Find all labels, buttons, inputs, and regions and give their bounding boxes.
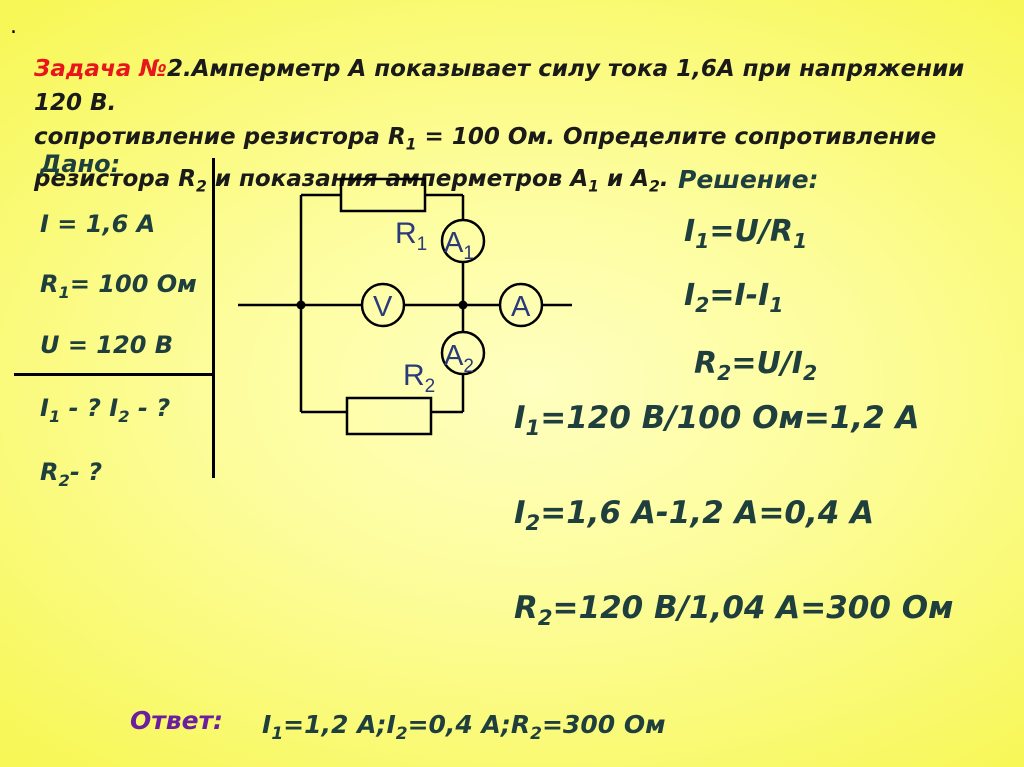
given-divider-horizontal: [14, 373, 214, 376]
t: I: [262, 710, 272, 739]
sub: 2: [648, 176, 660, 196]
calc-r2: R2=120 В/1,04 А=300 Ом: [514, 590, 953, 630]
sub: 1: [769, 293, 784, 317]
t: I: [40, 394, 49, 422]
t: I: [514, 495, 526, 531]
t: I: [684, 214, 696, 249]
problem-line-1: Задача №2.Амперметр А показывает силу то…: [34, 52, 1019, 120]
sub: 2: [58, 470, 70, 490]
solution-title: Решение:: [678, 165, 819, 194]
label-a: A: [511, 291, 531, 323]
given-title: Дано:: [40, 150, 121, 178]
label-r2: R2: [403, 359, 435, 397]
sub: 2: [717, 361, 732, 385]
t: R: [514, 590, 538, 626]
resistor-r1: [339, 177, 427, 213]
label-v: V: [373, 291, 393, 323]
junction-dot: [458, 300, 468, 310]
problem-line-2: сопротивление резистора R1 = 100 Ом. Опр…: [34, 120, 1019, 162]
t: =1,2 А;I: [283, 710, 396, 739]
sub: 2: [525, 510, 541, 536]
t: =U/R: [709, 214, 793, 249]
formula-i2: I2=I-I1: [684, 278, 784, 317]
sub: 1: [48, 406, 61, 426]
find-currents: I1 - ? I2 - ?: [40, 394, 170, 426]
junction-dot: [296, 300, 306, 310]
formula-r2: R2=U/I2: [694, 346, 817, 385]
t: =0,4 А;R: [407, 710, 531, 739]
answer-label: Ответ:: [130, 706, 224, 735]
problem-text-2: сопротивление резистора R: [34, 124, 406, 150]
sub: 2: [695, 293, 710, 317]
sub: 1: [792, 229, 808, 253]
resistor-r2: [345, 396, 433, 436]
given-r1: R1= 100 Ом: [40, 270, 197, 302]
ammeter-a1-icon: [440, 218, 486, 264]
problem-text-3a: резистора R: [34, 165, 197, 192]
t: - ? I: [60, 394, 119, 422]
t: =U/I: [731, 346, 803, 381]
ammeter-a-icon: [498, 282, 544, 328]
find-r2: R2- ?: [40, 458, 102, 490]
sub: 1: [525, 415, 541, 441]
t: R: [40, 270, 59, 298]
ammeter-a2-icon: [440, 330, 486, 376]
sub: 1: [588, 176, 600, 196]
sub: 2: [395, 724, 408, 744]
t: I: [684, 278, 696, 313]
calc-i1: I1=120 В/100 Ом=1,2 А: [514, 400, 920, 440]
formula-i1: I1=U/R1: [684, 214, 807, 253]
given-voltage: U = 120 В: [40, 331, 174, 359]
answer-values: I1=1,2 А;I2=0,4 А;R2=300 Ом: [262, 710, 666, 744]
given-divider-vertical: [212, 158, 215, 478]
sub: 1: [58, 282, 70, 302]
slide-dot: .: [10, 14, 17, 39]
t: =120 В/1,04 А=300 Ом: [552, 590, 954, 626]
label-a1: A1: [444, 227, 474, 264]
problem-text-1: 2.Амперметр А показывает силу тока 1,6А …: [34, 56, 965, 116]
sub: 2: [802, 361, 818, 385]
t: =I-I: [709, 278, 770, 313]
problem-label: Задача №: [34, 56, 167, 82]
t: =300 Ом: [541, 710, 666, 739]
problem-text-2b: = 100 Ом. Определите сопротивление: [416, 124, 937, 150]
sub: 1: [405, 134, 417, 154]
sub: 1: [695, 229, 710, 253]
label-r1: R1: [395, 217, 427, 255]
problem-text-3c: и А: [599, 165, 649, 192]
t: - ?: [129, 394, 171, 422]
sub: 2: [118, 406, 130, 426]
calc-i2: I2=1,6 А-1,2 А=0,4 А: [514, 495, 874, 535]
sub: 2: [196, 176, 207, 196]
problem-line-3: резистора R2 и показания амперметров А1 …: [34, 162, 1019, 204]
sub: 2: [530, 724, 542, 744]
given-current: I = 1,6 А: [40, 210, 156, 238]
t: = 100 Ом: [69, 270, 197, 298]
t: - ?: [69, 458, 103, 486]
voltmeter-icon: [360, 282, 406, 328]
t: R: [40, 458, 59, 486]
t: I: [514, 400, 526, 436]
problem-statement: Задача №2.Амперметр А показывает силу то…: [34, 52, 1019, 203]
t: =1,6 А-1,2 А=0,4 А: [540, 495, 875, 531]
sub: 2: [537, 605, 553, 631]
sub: 1: [271, 724, 284, 744]
label-a2: A2: [444, 340, 474, 377]
t: R: [694, 346, 718, 381]
problem-text-3d: .: [659, 165, 669, 192]
t: =120 В/100 Ом=1,2 А: [540, 400, 920, 436]
